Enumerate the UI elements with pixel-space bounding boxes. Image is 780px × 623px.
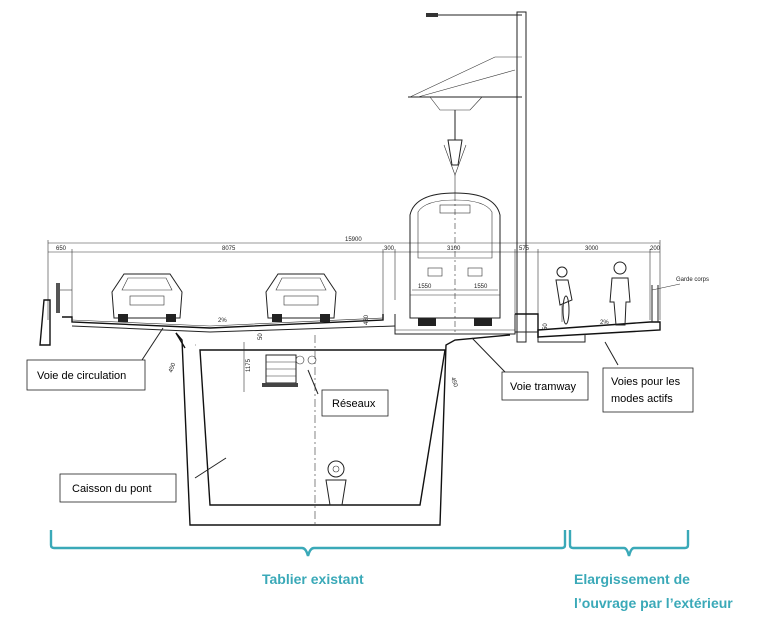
callout-voie-circulation: Voie de circulation xyxy=(26,359,146,391)
callout-caisson: Caisson du pont xyxy=(59,473,177,503)
callout-voie-circulation-text: Voie de circulation xyxy=(37,370,126,382)
dimension-chain: 15900 650 8075 300 3100 575 3000 200 xyxy=(47,237,661,320)
dim-3000: 3000 xyxy=(585,246,599,252)
brace-extension xyxy=(568,530,690,557)
callout-caisson-text: Caisson du pont xyxy=(72,483,152,495)
dim-50-b: 50 xyxy=(543,323,549,330)
dim-450-right: 450 xyxy=(449,377,458,389)
dim-430: 430 xyxy=(364,314,370,325)
dim-1175: 1175 xyxy=(246,358,252,372)
callout-modes-actifs-line2: modes actifs xyxy=(611,393,673,405)
brace-existing xyxy=(49,530,567,557)
catenary-pole xyxy=(408,11,527,343)
callout-voie-tramway: Voie tramway xyxy=(501,371,589,401)
garde-corps: Garde corps xyxy=(651,277,709,322)
dim-650: 650 xyxy=(56,246,67,252)
dim-200: 200 xyxy=(650,246,661,252)
tram: 1550 1550 430 xyxy=(364,192,501,335)
dim-total: 15900 xyxy=(345,237,362,243)
pump-device xyxy=(325,460,347,506)
dim-3100: 3100 xyxy=(447,246,461,252)
dim-1550-left: 1550 xyxy=(418,284,432,290)
label-tablier-existant: Tablier existant xyxy=(262,571,364,587)
box-girder: 450 450 xyxy=(168,332,511,526)
car-left xyxy=(111,273,183,322)
callout-reseaux-text: Réseaux xyxy=(332,398,376,410)
dim-1550-right: 1550 xyxy=(474,284,488,290)
callout-voie-tramway-text: Voie tramway xyxy=(510,381,577,393)
road-slope: 2% xyxy=(218,318,227,324)
garde-corps-label: Garde corps xyxy=(676,277,709,283)
dim-575: 575 xyxy=(519,246,530,252)
left-curb xyxy=(39,283,72,346)
label-elargissement-line2: l’ouvrage par l’extérieur xyxy=(574,595,733,611)
car-right xyxy=(265,273,337,322)
dim-8075: 8075 xyxy=(222,246,236,252)
cyclist: 50 xyxy=(543,266,573,330)
dim-50-a: 50 xyxy=(258,333,264,340)
callout-modes-actifs-line1: Voies pour les xyxy=(611,376,681,388)
dim-450-left: 450 xyxy=(168,362,177,374)
path-slope: 2% xyxy=(600,320,609,326)
callout-leaders xyxy=(141,327,619,479)
label-elargissement-line1: Elargissement de xyxy=(574,571,690,587)
callout-reseaux: Réseaux xyxy=(321,389,389,417)
network-equipment: 1175 50 xyxy=(243,333,317,392)
pedestrian xyxy=(609,261,631,326)
callout-modes-actifs: Voies pour les modes actifs xyxy=(602,367,694,413)
dim-300: 300 xyxy=(384,246,395,252)
